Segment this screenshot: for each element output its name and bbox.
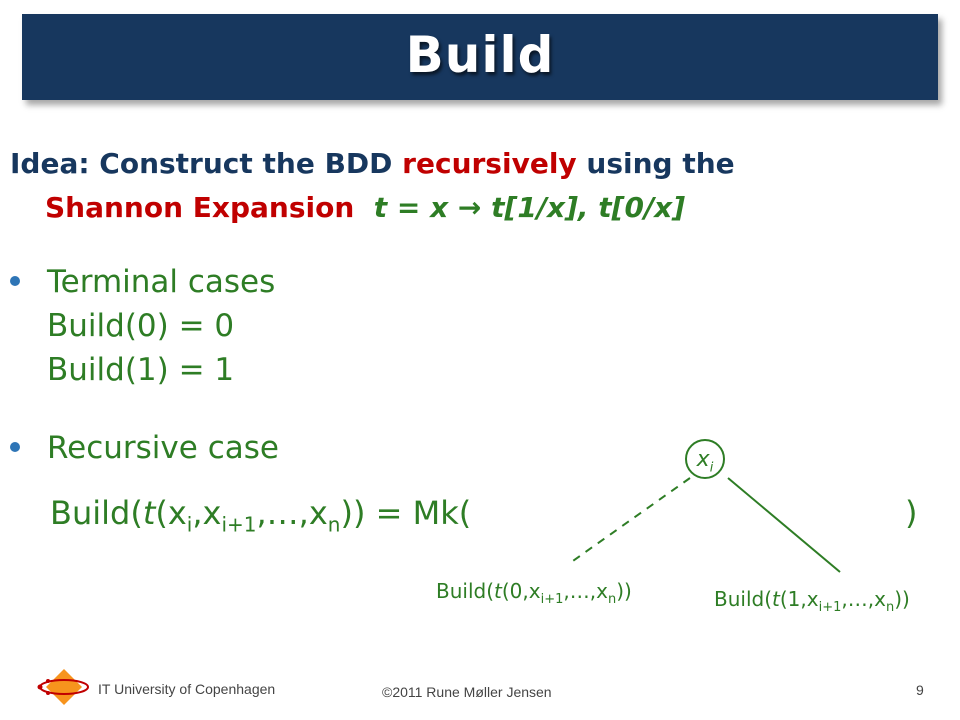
high-branch-label: Build(t(1,xi+1,…,xn)) [714, 587, 910, 615]
page-number: 9 [916, 682, 924, 698]
idea-text-1: Idea: Construct the BDD [10, 147, 403, 180]
idea-text-2: using the [576, 147, 735, 180]
idea-formula: t = x → t[1/x], t[0/x] [373, 191, 686, 224]
bullet-recursive-label: Recursive case [47, 430, 279, 466]
idea-shannon: Shannon Expansion [45, 191, 355, 224]
idea-line-2: Shannon Expansion t = x → t[1/x], t[0/x] [10, 186, 940, 230]
title-bar [22, 14, 938, 100]
bdd-node: xi [685, 439, 725, 479]
itu-logo-icon [37, 669, 89, 705]
low-branch-label: Build(t(0,xi+1,…,xn)) [436, 579, 632, 607]
bullet-dot-icon [10, 442, 20, 452]
footer-copyright: ©2011 Rune Møller Jensen [382, 684, 552, 700]
idea-paragraph: Idea: Construct the BDD recursively usin… [10, 142, 940, 230]
bullet-dot-icon [10, 276, 20, 286]
terminal-case-1: Build(1) = 1 [47, 352, 235, 388]
formula-close-paren: ) [905, 494, 918, 532]
idea-recursively: recursively [402, 147, 577, 180]
high-edge-solid [727, 477, 841, 573]
recursive-formula: Build(t(xi,xi+1,…,xn)) = Mk( [50, 494, 472, 537]
slide-title: Build [405, 26, 555, 84]
bullet-terminal-label: Terminal cases [47, 264, 276, 300]
low-edge-dashed [569, 477, 691, 564]
footer-university: IT University of Copenhagen [98, 681, 276, 697]
terminal-case-0: Build(0) = 0 [47, 308, 235, 344]
